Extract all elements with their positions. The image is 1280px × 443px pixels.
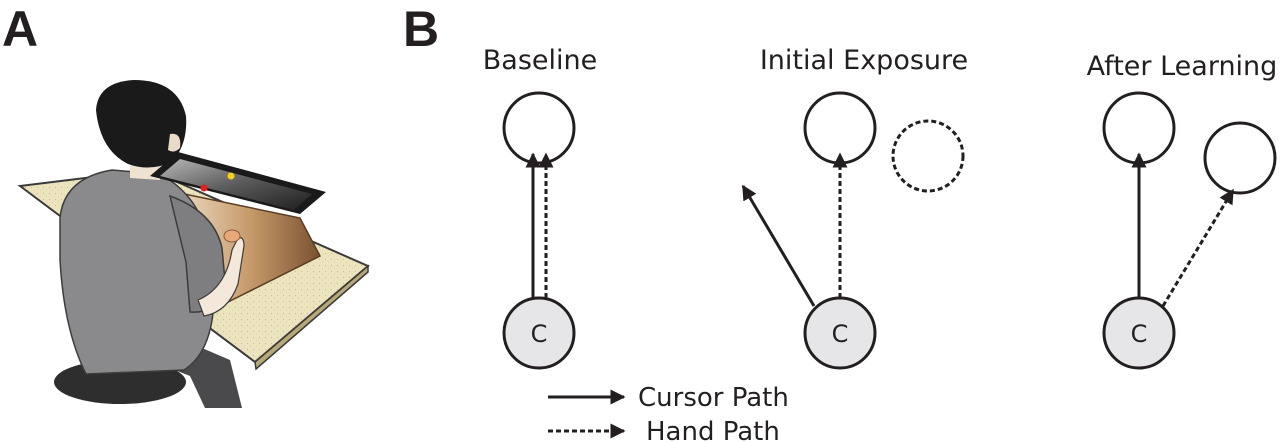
after-learning-rotated-target-circle [1203,121,1277,195]
legend-cursor-path-label: Cursor Path [638,383,789,413]
baseline-start-circle [502,296,576,370]
baseline-start-label: C [531,320,548,348]
after-learning-start-circle [1102,296,1176,370]
condition-initial-exposure: Initial Exposure C [741,45,968,370]
panel-a-label: A [2,1,38,57]
initial-exposure-target-circle [803,91,877,165]
target-red [200,184,208,192]
after-learning-start-label: C [1131,320,1148,348]
initial-exposure-cursor-path [741,184,816,307]
forearm [197,237,245,317]
initial-exposure-hand-target-circle [891,119,965,193]
panel-b-label: B [403,1,439,57]
initial-exposure-start-label: C [832,320,849,348]
initial-exposure-start-circle [803,296,877,370]
after-learning-target-circle [1102,91,1176,165]
baseline-target-circle [502,91,576,165]
baseline-title: Baseline [483,45,597,76]
after-learning-title: After Learning [1087,51,1278,82]
display-screen [160,159,312,210]
legend: Cursor Path Hand Path [548,383,789,443]
apparatus-illustration [17,80,370,408]
head-hair [96,80,187,168]
condition-after-learning: After Learning C [1087,51,1278,370]
after-learning-hand-path [1161,188,1235,307]
hand [223,229,241,243]
legend-hand-path-label: Hand Path [646,417,780,443]
condition-baseline: Baseline C [483,45,597,370]
target-yellow [227,172,235,180]
ear [168,133,181,152]
table-edge [254,264,369,371]
initial-exposure-title: Initial Exposure [760,45,968,76]
